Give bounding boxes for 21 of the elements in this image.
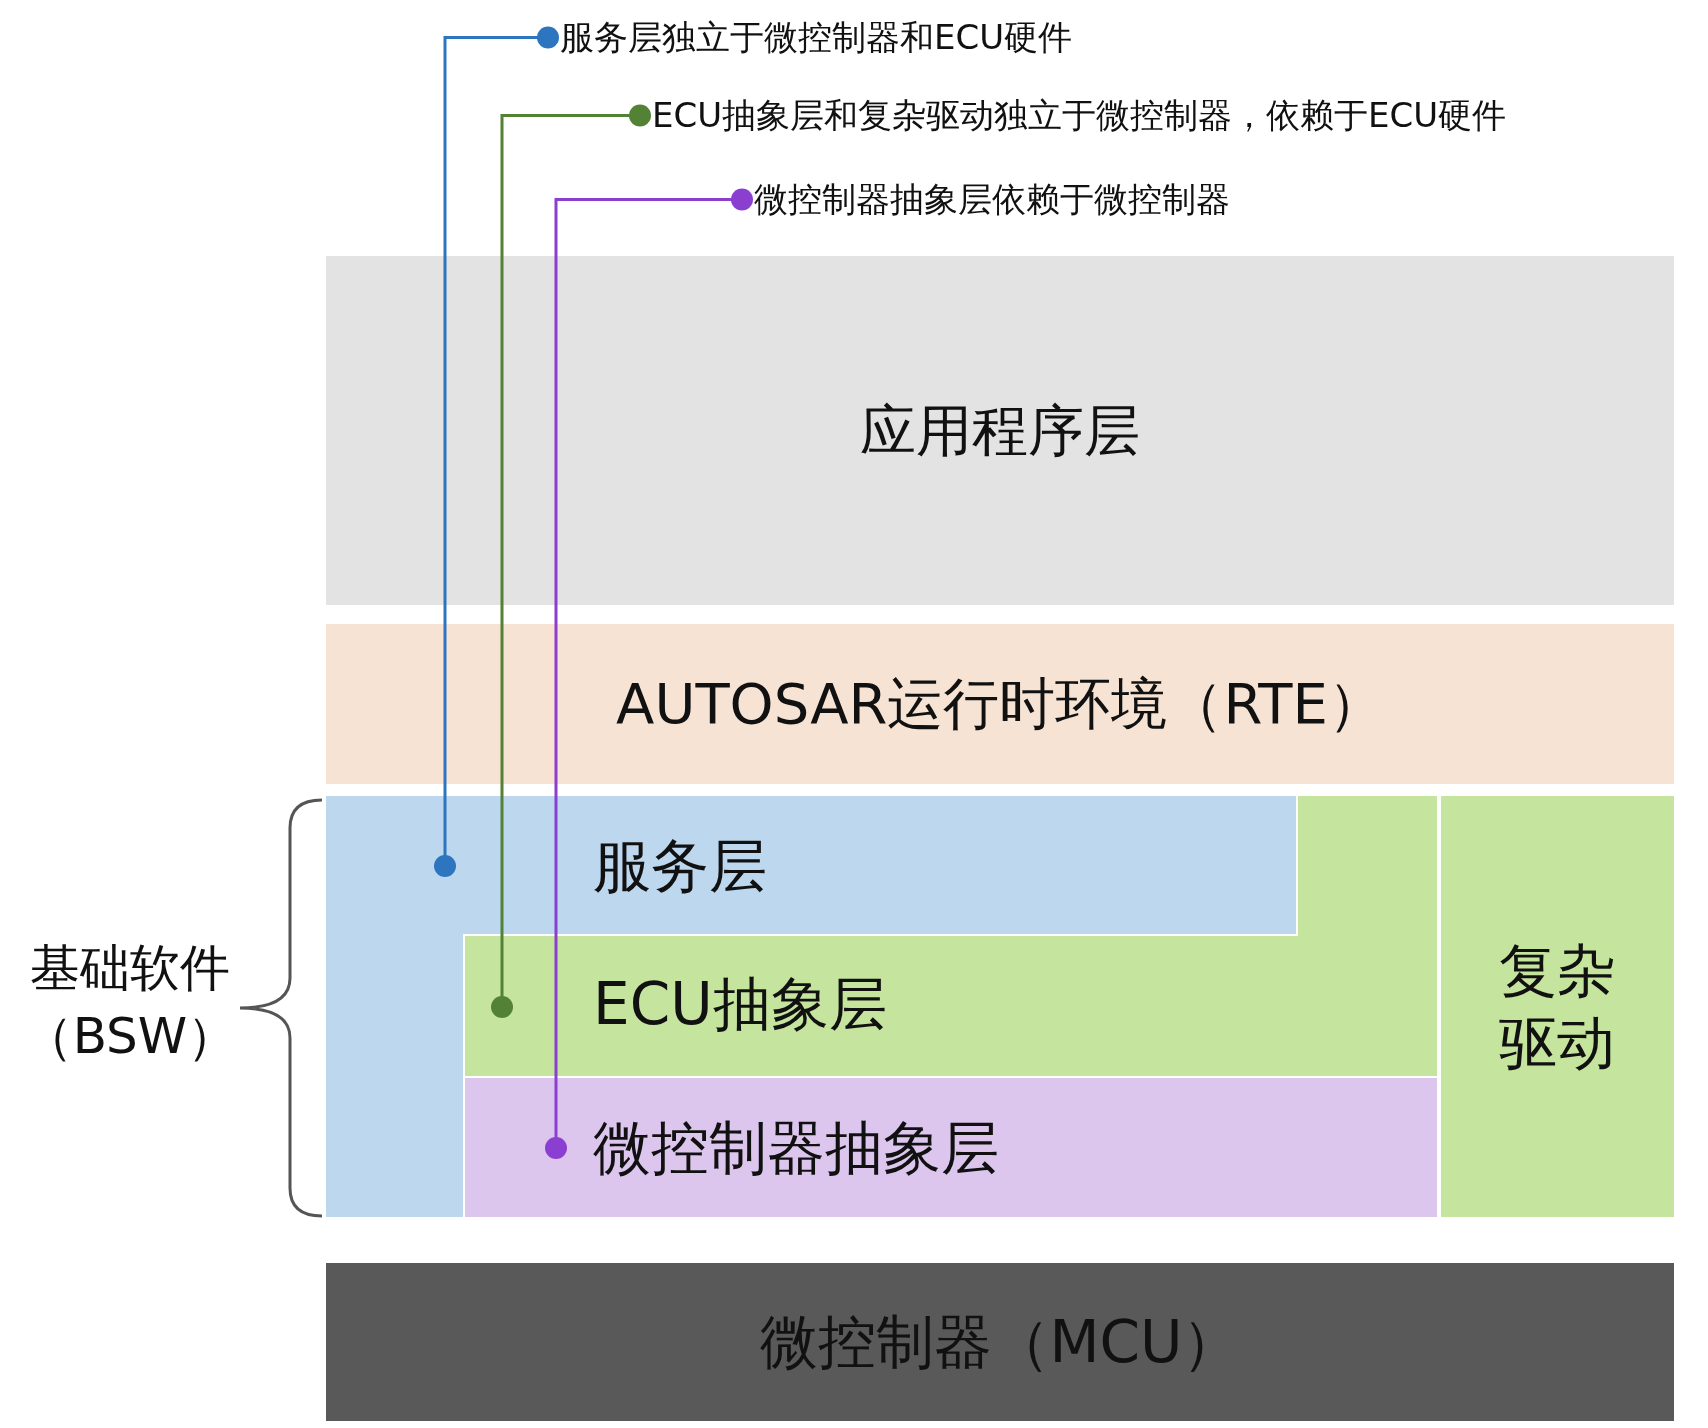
leader-line bbox=[434, 26, 559, 877]
layer-shape bbox=[326, 796, 1296, 1217]
layer-band bbox=[326, 624, 1674, 784]
layer-band bbox=[326, 1263, 1674, 1421]
layer-band bbox=[326, 256, 1674, 605]
callout-text: ECU抽象层和复杂驱动独立于微控制器，依赖于ECU硬件 bbox=[652, 95, 1507, 135]
callout-text: 服务层独立于微控制器和ECU硬件 bbox=[560, 17, 1073, 57]
layer-label: 微控制器（MCU） bbox=[759, 1308, 1241, 1376]
layer-label: 微控制器抽象层 bbox=[593, 1114, 999, 1182]
layer-label: 复杂驱动 bbox=[1498, 935, 1617, 1079]
layer-label: AUTOSAR运行时环境（RTE） bbox=[616, 671, 1384, 737]
callout-text: 微控制器抽象层依赖于微控制器 bbox=[754, 179, 1230, 219]
layer-band bbox=[465, 1078, 1437, 1217]
layer-band bbox=[1441, 796, 1674, 1217]
layer-label: 应用程序层 bbox=[860, 398, 1140, 463]
leader-line bbox=[491, 104, 651, 1018]
layer-label: 服务层 bbox=[593, 832, 767, 900]
layer-shape bbox=[465, 796, 1437, 1076]
group-label: 基础软件（BSW） bbox=[21, 938, 239, 1067]
leader-line bbox=[545, 188, 753, 1159]
layer-label: ECU抽象层 bbox=[593, 970, 887, 1038]
